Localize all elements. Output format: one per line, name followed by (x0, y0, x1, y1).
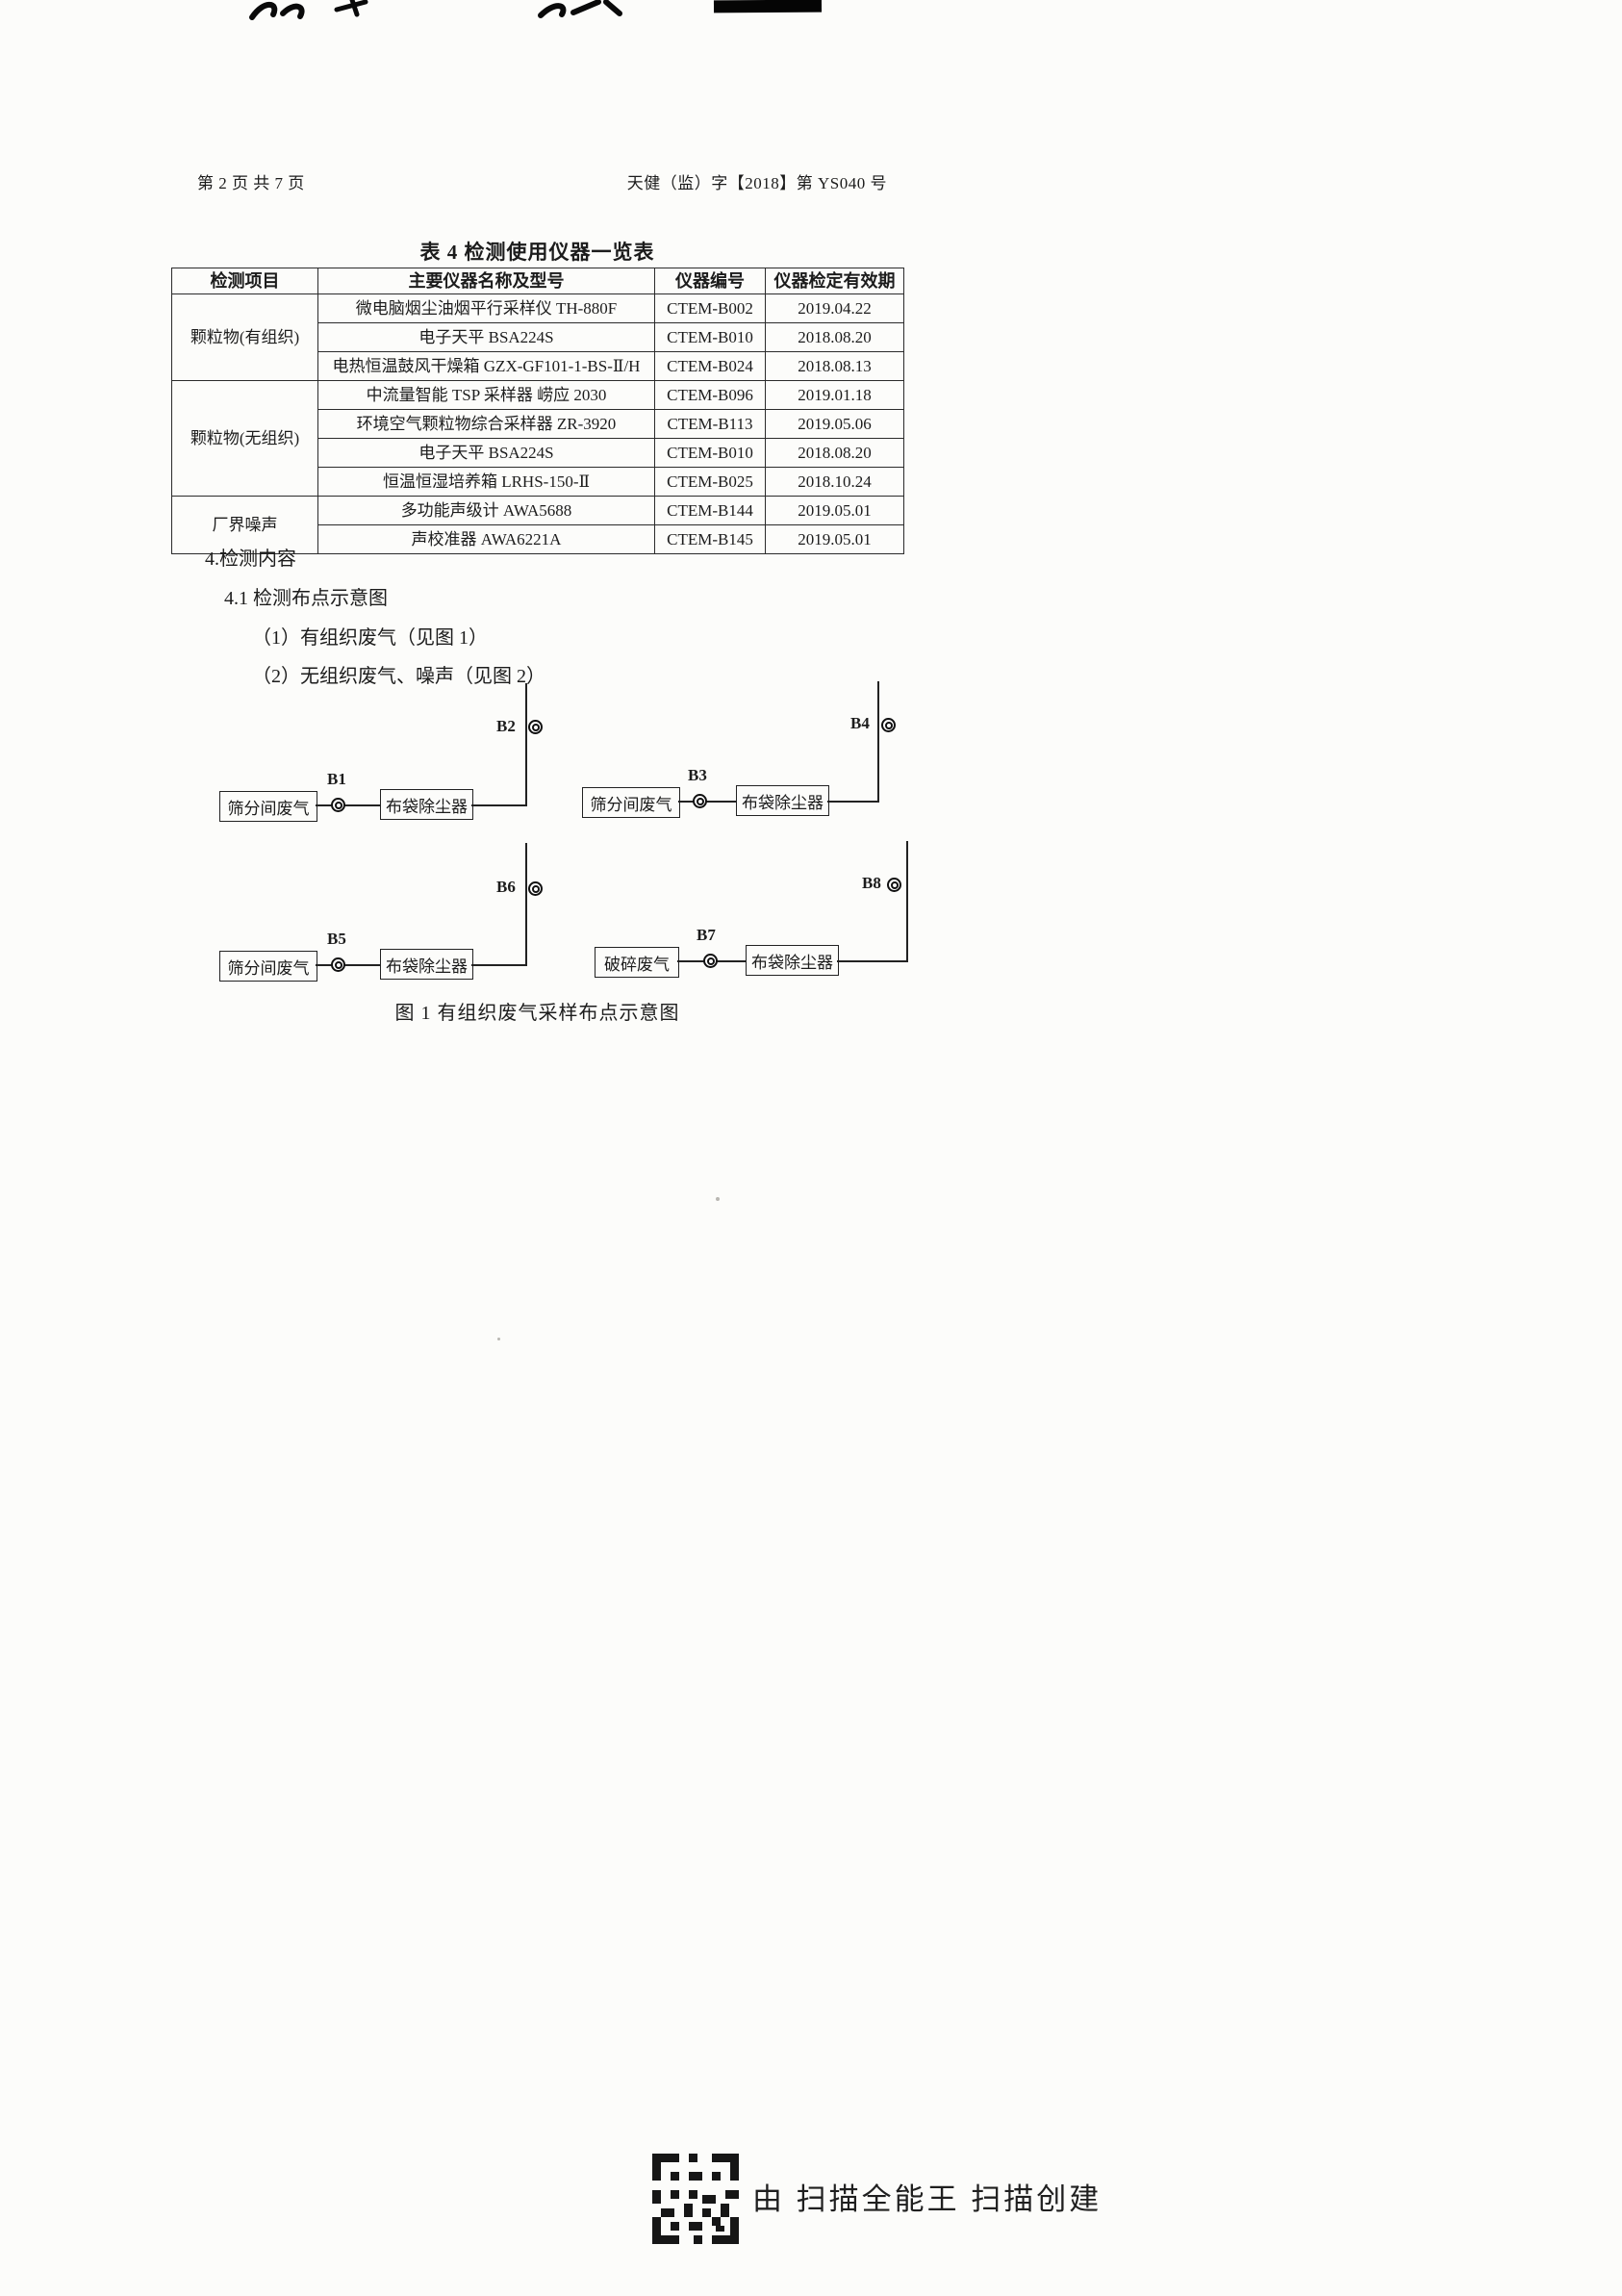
group-cell: 颗粒物(无组织) (171, 380, 318, 497)
stack-port-icon (528, 881, 543, 896)
col-header-code: 仪器编号 (654, 268, 766, 294)
instrument-valid: 2018.10.24 (765, 467, 904, 497)
instrument-code: CTEM-B096 (654, 380, 766, 410)
table-header-row: 检测项目 主要仪器名称及型号 仪器编号 仪器检定有效期 (171, 268, 904, 294)
instrument-name: 中流量智能 TSP 采样器 崂应 2030 (317, 380, 655, 410)
figure-caption: 图 1 有组织废气采样布点示意图 (394, 1003, 680, 1024)
stack-point-label: B8 (862, 874, 881, 892)
sampling-port-icon (331, 798, 345, 812)
document-number: 天健（监）字【2018】第 YS040 号 (626, 174, 887, 192)
instrument-name: 微电脑烟尘油烟平行采样仪 TH-880F (317, 293, 655, 323)
instrument-code: CTEM-B024 (654, 351, 766, 381)
instrument-code: CTEM-B113 (654, 409, 766, 439)
instrument-code: CTEM-B010 (654, 438, 766, 468)
instrument-name: 多功能声级计 AWA5688 (317, 496, 655, 525)
table-row: 颗粒物(有组织) 微电脑烟尘油烟平行采样仪 TH-880F CTEM-B002 … (171, 293, 904, 381)
stack-line (525, 843, 527, 966)
table-row: 恒温恒湿培养箱 LRHS-150-Ⅱ CTEM-B025 2018.10.24 (172, 467, 904, 497)
sampling-point-label: B7 (697, 926, 716, 944)
device-box: 布袋除尘器 (380, 789, 473, 820)
camscanner-qr-icon (652, 2154, 739, 2244)
pipe-line (471, 804, 527, 806)
group-cell: 颗粒物(有组织) (171, 293, 318, 381)
sampling-point-label: B5 (327, 930, 346, 948)
instrument-valid: 2018.08.13 (765, 351, 904, 381)
group-cell: 厂界噪声 (171, 496, 318, 554)
stack-line (877, 681, 879, 803)
pipe-line (827, 801, 877, 803)
device-box: 布袋除尘器 (746, 945, 839, 976)
col-header-instrument: 主要仪器名称及型号 (317, 268, 655, 294)
instrument-valid: 2019.05.06 (765, 409, 904, 439)
instrument-name: 电子天平 BSA224S (317, 438, 655, 468)
page-number: 第 2 页 共 7 页 (197, 174, 305, 192)
pipe-line (316, 804, 380, 806)
stack-port-icon (528, 720, 543, 734)
section-4-1-heading: 4.1 检测布点示意图 (224, 588, 388, 609)
stack-port-icon (887, 878, 901, 892)
instrument-valid: 2019.05.01 (765, 524, 904, 554)
sampling-point-label: B1 (327, 770, 346, 788)
sampling-point-label: B3 (688, 766, 707, 784)
instrument-code: CTEM-B010 (654, 322, 766, 352)
instrument-code: CTEM-B002 (654, 293, 766, 323)
table-title: 表 4 检测使用仪器一览表 (419, 241, 655, 264)
scan-artifact-marks (249, 0, 622, 20)
instrument-table: 检测项目 主要仪器名称及型号 仪器编号 仪器检定有效期 颗粒物(有组织) 微电脑… (171, 268, 904, 554)
pipe-line (678, 801, 736, 803)
instrument-valid: 2019.04.22 (765, 293, 904, 323)
stack-point-label: B4 (850, 714, 870, 732)
instrument-code: CTEM-B144 (654, 496, 766, 525)
instrument-valid: 2018.08.20 (765, 322, 904, 352)
stack-point-label: B2 (496, 717, 516, 735)
scan-speck (497, 1338, 500, 1340)
instrument-code: CTEM-B025 (654, 467, 766, 497)
instrument-name: 电热恒温鼓风干燥箱 GZX-GF101-1-BS-Ⅱ/H (317, 351, 655, 381)
scan-speck (716, 1197, 720, 1201)
table-row: 电热恒温鼓风干燥箱 GZX-GF101-1-BS-Ⅱ/H CTEM-B024 2… (172, 351, 904, 381)
source-box: 破碎废气 (595, 947, 679, 978)
scan-artifact-bar (713, 0, 823, 13)
instrument-name: 环境空气颗粒物综合采样器 ZR-3920 (317, 409, 655, 439)
table-row: 厂界噪声 多功能声级计 AWA5688 CTEM-B144 2019.05.01 (171, 496, 904, 554)
table-row: 电子天平 BSA224S CTEM-B010 2018.08.20 (172, 438, 904, 468)
stack-port-icon (881, 718, 896, 732)
source-box: 筛分间废气 (219, 951, 317, 982)
pipe-line (837, 960, 906, 962)
instrument-code: CTEM-B145 (654, 524, 766, 554)
stack-point-label: B6 (496, 878, 516, 896)
device-box: 布袋除尘器 (380, 949, 473, 980)
camscanner-watermark-text: 由 扫描全能王 扫描创建 (752, 2182, 1102, 2216)
source-box: 筛分间废气 (582, 787, 680, 818)
pipe-line (471, 964, 525, 966)
instrument-valid: 2019.01.18 (765, 380, 904, 410)
sampling-port-icon (703, 954, 718, 968)
table-row: 颗粒物(无组织) 中流量智能 TSP 采样器 崂应 2030 CTEM-B096… (171, 380, 904, 497)
sampling-port-icon (693, 794, 707, 808)
table-row: 电子天平 BSA224S CTEM-B010 2018.08.20 (172, 322, 904, 352)
instrument-name: 声校准器 AWA6221A (317, 524, 655, 554)
section-4-heading: 4.检测内容 (205, 548, 296, 570)
table-row: 声校准器 AWA6221A CTEM-B145 2019.05.01 (172, 524, 904, 554)
source-box: 筛分间废气 (219, 791, 317, 822)
stack-line (906, 841, 908, 962)
stack-line (525, 683, 527, 806)
instrument-valid: 2018.08.20 (765, 438, 904, 468)
table-row: 环境空气颗粒物综合采样器 ZR-3920 CTEM-B113 2019.05.0… (172, 409, 904, 439)
instrument-name: 电子天平 BSA224S (317, 322, 655, 352)
list-item-1: （1）有组织废气（见图 1） (252, 627, 488, 649)
col-header-item: 检测项目 (171, 268, 318, 294)
instrument-name: 恒温恒湿培养箱 LRHS-150-Ⅱ (317, 467, 655, 497)
instrument-valid: 2019.05.01 (765, 496, 904, 525)
device-box: 布袋除尘器 (736, 785, 829, 816)
pipe-line (316, 964, 380, 966)
list-item-2: （2）无组织废气、噪声（见图 2） (252, 666, 545, 687)
col-header-valid: 仪器检定有效期 (765, 268, 904, 294)
sampling-port-icon (331, 957, 345, 972)
